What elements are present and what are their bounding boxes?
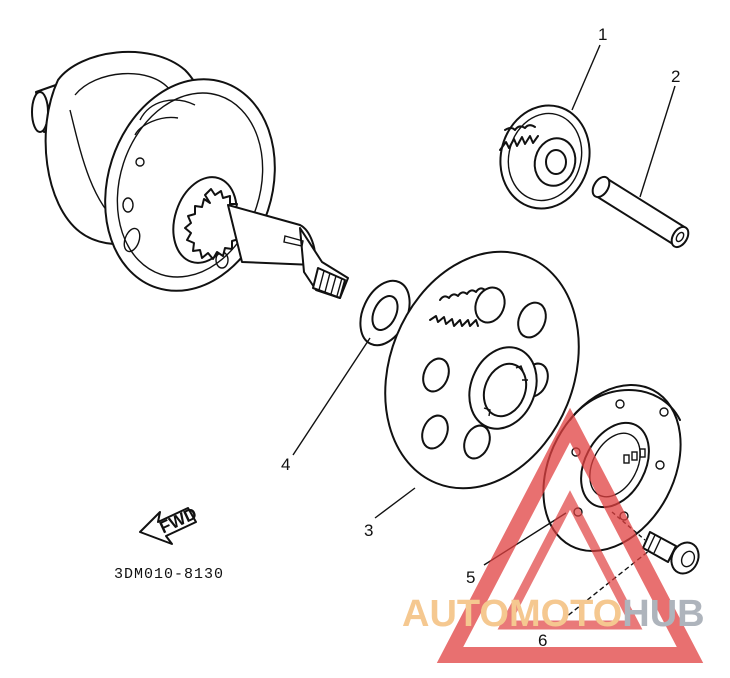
watermark-automoto: AUTOMOTO <box>402 593 622 635</box>
callout-1: 1 <box>598 25 607 44</box>
callout-6: 6 <box>538 631 547 650</box>
callout-4: 4 <box>281 455 290 474</box>
part-6-bolt <box>642 531 700 575</box>
part-1-idler-gear <box>499 104 591 210</box>
threaded-tip <box>312 267 346 299</box>
part-3-starter-gear <box>384 250 580 490</box>
watermark-logo: AUTOMOTOHUB <box>402 407 705 663</box>
watermark-hub: HUB <box>622 593 704 635</box>
callout-2: 2 <box>671 67 680 86</box>
svg-text:AUTOMOTOHUB: AUTOMOTOHUB <box>402 593 705 635</box>
part-code: 3DM010-8130 <box>114 566 224 583</box>
fwd-label: FWD <box>157 504 200 538</box>
crankshaft-assembly <box>31 50 349 299</box>
callout-5: 5 <box>466 568 475 587</box>
fwd-arrow: FWD <box>139 504 200 545</box>
callout-3: 3 <box>364 521 373 540</box>
part-2-shaft-pin <box>591 175 690 249</box>
